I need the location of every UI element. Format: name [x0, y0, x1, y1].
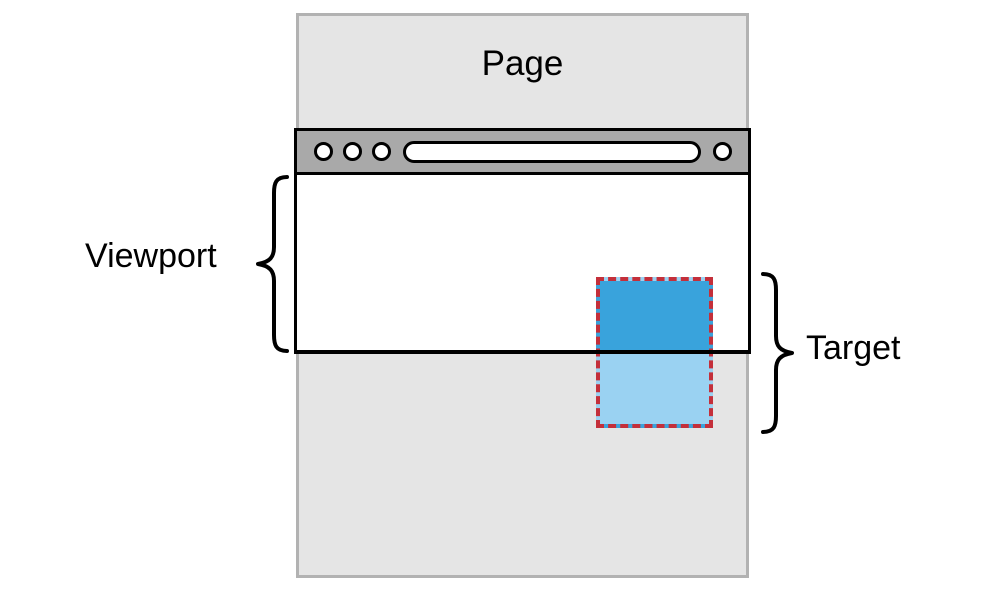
window-button-icon — [343, 142, 362, 161]
target-label: Target — [806, 329, 901, 367]
viewport-bottom-edge — [294, 350, 751, 354]
window-button-icon — [314, 142, 333, 161]
window-button-icon — [372, 142, 391, 161]
address-bar-icon — [403, 140, 701, 163]
browser-chrome-bar — [294, 128, 751, 175]
page-label: Page — [481, 44, 564, 83]
window-button-icon — [713, 142, 732, 161]
viewport-label: Viewport — [85, 237, 217, 275]
viewport-brace-icon — [256, 175, 289, 353]
target-brace-icon — [761, 272, 794, 434]
